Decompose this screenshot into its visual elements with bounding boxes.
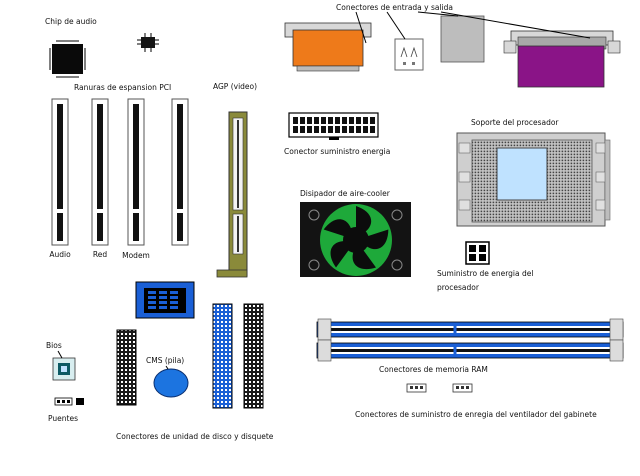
label-cpu-socket: Soporte del procesador	[471, 118, 559, 127]
ide-connector-blue	[212, 303, 233, 409]
ram-slot-2	[316, 339, 624, 362]
heatsink-fan	[300, 202, 411, 277]
io-pointer-lines	[355, 11, 591, 44]
label-pci-slots: Ranuras de espansion PCI	[74, 83, 172, 92]
cpu-socket	[456, 132, 611, 227]
agp-slot	[216, 111, 248, 278]
io-usb-connector	[394, 38, 424, 71]
label-pci-red: Red	[92, 250, 108, 259]
label-jumpers: Puentes	[48, 414, 78, 423]
pci-slot-modem	[127, 98, 145, 246]
label-drive-connectors: Conectores de unidad de disco y disquete	[116, 432, 274, 441]
label-cpu-power-line1: Suministro de energia del	[437, 269, 534, 278]
cmos-battery	[153, 368, 189, 398]
bios-pointer	[57, 350, 63, 359]
power-connector	[288, 112, 379, 140]
chipset-blue	[135, 281, 195, 319]
label-pci-modem: Modem	[122, 251, 150, 260]
io-purple-connector	[503, 30, 621, 88]
fan-connector-2	[452, 383, 473, 393]
label-ram: Conectores de memoria RAM	[379, 365, 488, 374]
label-agp: AGP (video)	[213, 82, 258, 91]
label-cmos: CMS (pila)	[146, 356, 185, 365]
label-pci-audio: Audio	[49, 250, 71, 259]
io-gray-connector	[440, 15, 485, 63]
bios-chip	[52, 357, 76, 381]
ide-connector-right	[243, 303, 264, 409]
ide-connector-left	[116, 329, 137, 406]
ram-slot-1	[316, 318, 624, 341]
jumpers	[54, 397, 84, 406]
label-power-connector: Conector suministro energia	[284, 147, 391, 156]
label-cpu-power-line2: procesador	[437, 283, 479, 292]
label-fan-connectors: Conectores de suministro de enregia del …	[355, 410, 597, 419]
label-heatsink: Disipador de aire-cooler	[300, 189, 390, 198]
cmos-pointer	[165, 365, 169, 370]
label-audio-chip: Chip de audio	[45, 17, 97, 26]
pci-slot-4	[171, 98, 189, 246]
io-orange-connector	[284, 22, 372, 72]
audio-chip	[49, 40, 86, 78]
cpu-power-connector	[465, 241, 490, 265]
pci-slot-red	[91, 98, 109, 246]
pci-slot-audio	[51, 98, 69, 246]
label-io-connectors: Conectores de entrada y salida	[336, 3, 454, 12]
fan-connector-1	[406, 383, 427, 393]
small-chip	[137, 33, 159, 52]
label-bios: Bios	[46, 341, 62, 350]
